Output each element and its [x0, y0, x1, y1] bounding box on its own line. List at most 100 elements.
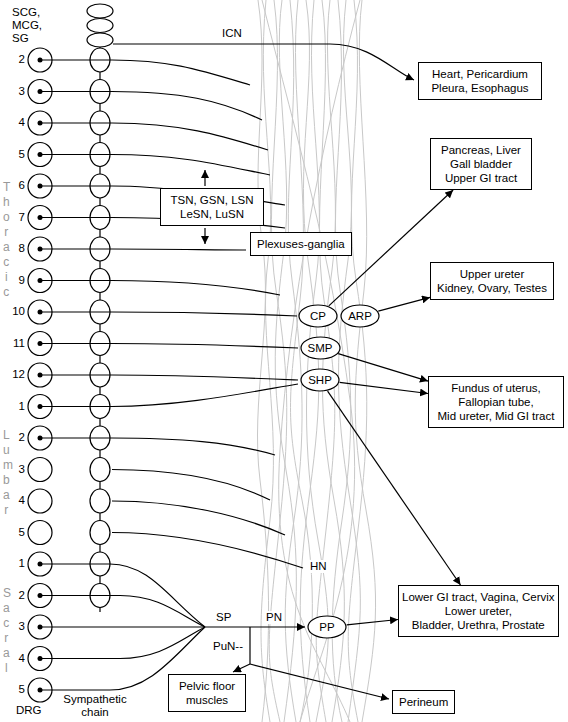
box-text: Mid ureter, Mid GI tract [435, 409, 557, 423]
spinal-nerve [40, 60, 303, 690]
drg-dot [38, 688, 43, 693]
level-number: 6 [4, 179, 25, 192]
ganglion [87, 4, 113, 608]
level-number: 1 [4, 400, 25, 413]
drg-dot [38, 436, 43, 441]
level-number: 2 [4, 53, 25, 66]
drg-dot [38, 152, 43, 157]
nerve-arrow [249, 627, 250, 664]
nerve-arrow [113, 44, 414, 699]
spinal-nerve [112, 470, 270, 501]
nerve-box: TSN, GSN, LSN LeSN, LuSN [160, 188, 264, 226]
plexus-fibres [279, 0, 360, 722]
box-text: Pelvic floor muscles [175, 679, 239, 707]
spinal-nerve [40, 123, 268, 150]
spinal-nerve [40, 60, 250, 85]
plexus-fibres [257, 0, 375, 722]
spinal-nerve [40, 155, 270, 176]
organ-box: Pelvic floor muscles [168, 674, 246, 712]
nerve-arrow [204, 228, 205, 244]
drg-dot [38, 310, 43, 315]
nerve-arrow [113, 44, 414, 80]
spinal-nerve [40, 384, 298, 407]
plexus-fibres [300, 0, 319, 722]
ellipse-outline [301, 337, 340, 359]
drg-dot [38, 562, 43, 567]
spinal-nerve [40, 344, 298, 349]
level-number: 1 [4, 557, 25, 570]
level-number: 9 [4, 274, 25, 287]
structure-label: Sympathetic chain [60, 693, 130, 719]
structure-label: DRG [16, 704, 42, 717]
level-number: 11 [4, 337, 25, 350]
plexus-label: CP [310, 304, 326, 328]
spinal-nerve [40, 438, 275, 455]
ellipse-outline [301, 369, 339, 391]
drg-dot [38, 656, 43, 661]
plexus-label: ARP [348, 304, 372, 328]
level-number: 5 [4, 148, 25, 161]
drg-dot [38, 89, 43, 94]
plexus-label: SMP [308, 336, 333, 360]
nerve-label: ICN [222, 27, 242, 40]
innervation-arrow [347, 620, 398, 625]
plexus-ellipse: PP [307, 615, 347, 639]
plexus-fibres [262, 0, 355, 722]
drg-dot [38, 247, 43, 252]
plexus-ellipse: SHP [300, 368, 340, 392]
plexus-ellipse: SMP [300, 336, 341, 360]
plexus-fibres [332, 0, 351, 722]
spinal-nerve [112, 533, 303, 569]
level-number: 3 [4, 620, 25, 633]
level-number: 4 [4, 116, 25, 129]
plexus-fibres [316, 0, 335, 722]
ganglion-label: SCG, MCG, SG [12, 6, 58, 45]
plexus-fibres [291, 0, 313, 722]
level-number: 4 [4, 494, 25, 507]
drg-dot [38, 278, 43, 283]
ganglion [90, 521, 110, 545]
ellipse-outline [299, 305, 337, 327]
box-text: Kidney, Ovary, Testes [437, 281, 547, 295]
plexus-label: SHP [308, 368, 332, 392]
spinal-nerve [40, 312, 297, 316]
innervation-arrow [340, 382, 428, 393]
ganglion [90, 458, 110, 482]
box-text: Fundus of uterus, Fallopian tube, [435, 381, 557, 409]
spinal-nerve [40, 249, 246, 250]
drg-circle [28, 489, 52, 513]
plexus-ellipse: ARP [340, 304, 380, 328]
drg-dot [38, 58, 43, 63]
level-number: 3 [4, 85, 25, 98]
level-number: 2 [4, 431, 25, 444]
nerve-arrow [204, 170, 205, 186]
organ-box: Fundus of uterus, Fallopian tube,Mid ure… [428, 376, 564, 428]
box-text: Lower ureter, [402, 604, 555, 618]
organ-box: Heart, Pericardium Pleura, Esophagus [418, 62, 542, 100]
ganglion [90, 489, 110, 513]
drg-dot [38, 121, 43, 126]
drg-dot [38, 58, 43, 693]
spinal-nerve [40, 375, 298, 380]
drg-dot [38, 215, 43, 220]
level-number: 12 [4, 368, 25, 381]
spinal-nerve [40, 92, 262, 121]
drg-dot [38, 593, 43, 598]
ganglion [87, 4, 113, 18]
drg-circle [28, 458, 52, 482]
box-text: TSN, GSN, LSN LeSN, LuSN [167, 193, 257, 221]
plexus-ellipse: CP [298, 304, 338, 328]
box-text: Plexuses-ganglia [257, 237, 345, 251]
box-text: Perineum [399, 695, 448, 709]
level-number: 10 [4, 305, 25, 318]
nerve-label: PuN-- [213, 640, 243, 653]
ganglion [87, 19, 113, 33]
box-text: Heart, Pericardium Pleura, Esophagus [425, 67, 535, 95]
box-text: Lower GI tract, Vagina, Cervix [402, 590, 555, 604]
plexus-label: PP [319, 615, 334, 639]
drg-dot [38, 341, 43, 346]
plexus-box: Plexuses-ganglia [250, 232, 352, 256]
region-label: Sacral [3, 586, 10, 676]
innervation-arrow [338, 354, 428, 382]
